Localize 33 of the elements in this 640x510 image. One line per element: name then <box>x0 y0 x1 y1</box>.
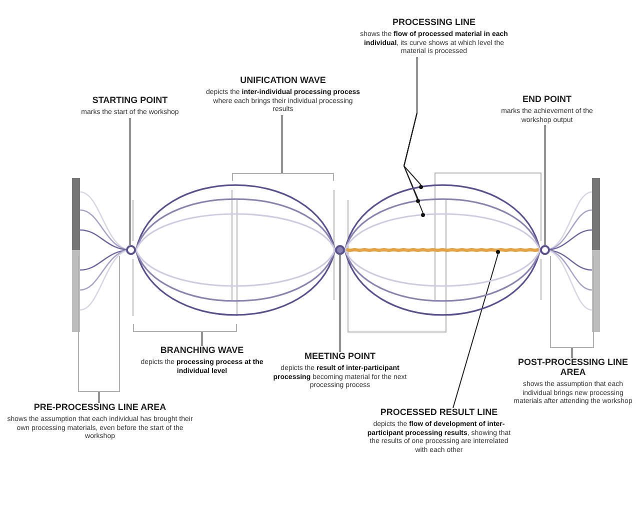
heading: PROCESSED RESULT LINE <box>379 408 499 418</box>
wave-curve <box>344 198 541 250</box>
leader-line <box>452 254 498 408</box>
heading: PROCESSING LINE <box>391 18 476 28</box>
bracket <box>78 256 120 392</box>
leader-line <box>403 56 424 214</box>
bracket <box>550 256 594 348</box>
marker-dot <box>420 212 426 218</box>
point-marker <box>540 245 550 255</box>
heading: END POINT <box>521 95 572 105</box>
leader-line <box>98 392 100 404</box>
point-marker <box>126 245 136 255</box>
heading: PRE-PROCESSING LINE AREA <box>32 403 168 413</box>
wave-curve <box>135 250 336 287</box>
heading: BRANCHING WAVE <box>159 346 245 356</box>
wave-curve <box>344 213 541 250</box>
bracket <box>232 173 334 181</box>
wave-curve <box>344 250 541 287</box>
marker-dot <box>496 250 500 254</box>
heading: STARTING POINT <box>91 96 169 106</box>
bracket <box>133 324 237 332</box>
point-marker <box>335 245 345 255</box>
wave-curve <box>344 250 541 302</box>
wave-curve <box>135 198 336 250</box>
heading: UNIFICATION WAVE <box>239 76 327 86</box>
marker-dot <box>416 198 420 204</box>
wave-curve <box>135 213 336 250</box>
processed-result-line <box>344 248 541 252</box>
marker-dot <box>418 184 424 190</box>
heading: POST-PROCESSING LINE AREA <box>516 358 630 378</box>
heading: MEETING POINT <box>303 352 376 362</box>
leader-line <box>544 124 546 246</box>
wave-curve <box>135 250 336 302</box>
